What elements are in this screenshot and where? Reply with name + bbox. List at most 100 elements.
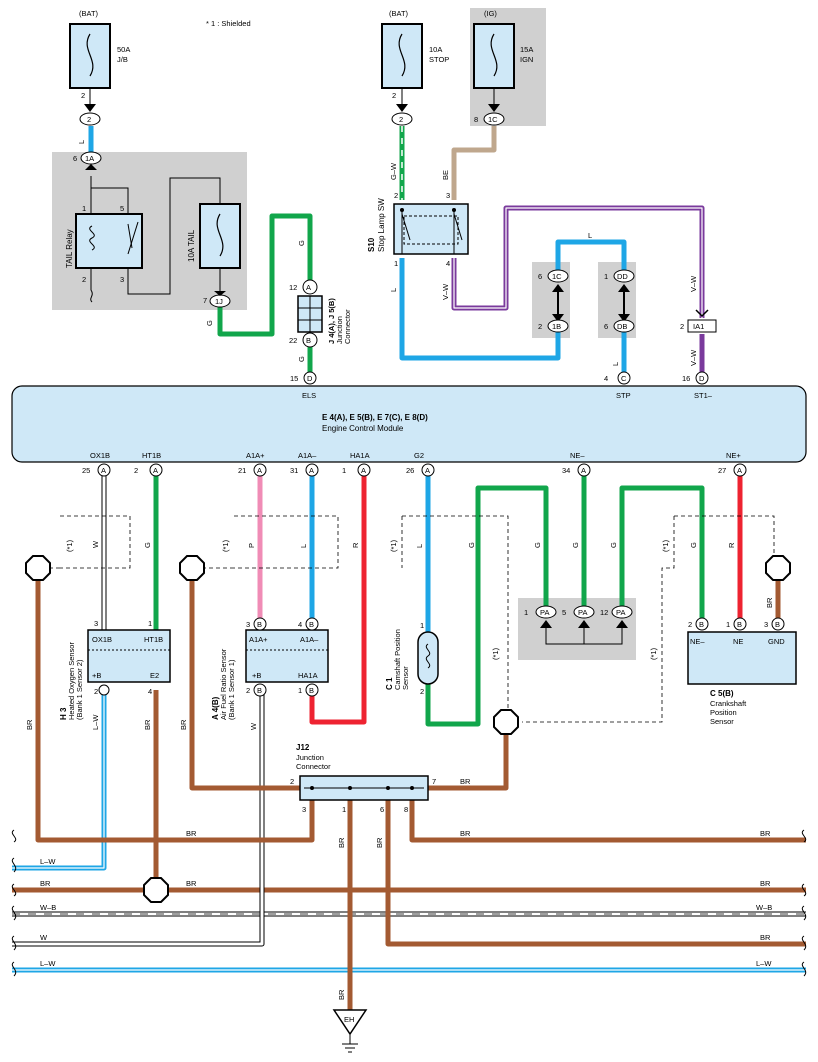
svg-text:DB: DB [617,322,627,331]
conn-ia1-pin: 2 [680,322,684,331]
fuse-50a [69,23,111,104]
c5-sensor [687,631,797,685]
pa-pin-num-0: 1 [524,608,528,617]
wire-label-v-4: R [351,542,360,548]
svg-text:IA1: IA1 [693,322,704,331]
c5-pin-num-2: 3 [764,620,768,629]
fuse-50a-pin: 2 [81,91,85,100]
bus-breaks [11,829,807,977]
j12-pin-2: 2 [290,777,294,786]
a4-sensor [245,629,329,683]
a4-pin-3: B [305,683,319,697]
shield-note: * 1 : Shielded [206,19,251,28]
conn-1b: 1B [547,284,569,333]
j4-pin-top: 12 [289,283,297,292]
ground-eh [332,1009,368,1053]
shield-1 [60,515,131,569]
ecm-bot-pin-label-7: NE+ [726,451,741,460]
wire-label-h-5: BR [40,879,51,888]
wire-label-h-10: W [40,933,48,942]
sw-pin-3: 3 [446,191,450,200]
wire-label-h-4: L–W [40,857,56,866]
h3-id: H 3 [59,707,68,720]
j4-name1: Junction [335,316,344,344]
shield-ground-3 [493,709,519,735]
svg-text:D: D [699,374,705,383]
fuse-ign-pin: 8 [474,115,478,124]
a4-pin-num-3: 1 [298,686,302,695]
j4-name2: Connector [343,309,352,344]
shield-ground-2 [143,877,169,903]
wire-label-v-6: G [467,542,476,548]
fuse-stop-pin: 2 [392,91,396,100]
fuse-50a-source: (BAT) [79,9,99,18]
fuse-stop-name: STOP [429,55,449,64]
wire-l-stopsw [399,258,561,361]
wire-br-shield3 [428,734,509,791]
pa-arrow-1 [578,620,590,628]
j12-name1: Junction [296,753,324,762]
svg-text:DD: DD [617,272,628,281]
shield-ground-0 [25,555,51,581]
h3-p3: 2 [94,687,98,696]
shield-3 [402,515,509,708]
wire-label-v-14: L–W [91,714,100,730]
relay-pin-5: 5 [120,204,124,213]
pa-arrow-2 [616,620,628,628]
h3-p4: 4 [148,687,152,696]
svg-text:1C: 1C [488,115,498,124]
wire-label-v-17: W [249,722,258,730]
wire-label-h-2: BR [760,829,771,838]
wire-label-v-21: (*1) [65,539,74,552]
wire-label-v-1: G [143,542,152,548]
c5-t2: NE [733,637,743,646]
c5-pin-2: B [771,617,785,631]
wire-label-v-24: (*1) [661,539,670,552]
svg-text:A: A [581,466,586,475]
ecm-title: E 4(A), E 5(B), E 7(C), E 8(D) [322,413,428,422]
ecm-top-pin-label-0: ELS [302,391,316,400]
conn-1c: 1C [547,269,569,283]
ecm-bot-pin-7: A [733,463,747,477]
shield-grounds [25,555,791,903]
sw-name: Stop Lamp SW [377,198,386,252]
svg-text:D: D [307,374,313,383]
c5-name-3: Sensor [710,717,734,726]
ecm-bot-pin-0: A [97,463,111,477]
a4-name-2: (Bank 1 Sensor 1) [227,659,236,720]
ecm-top-pin-2: D [695,371,709,385]
wire-label-h-8: W–B [40,903,56,912]
relay-pin-1: 1 [82,204,86,213]
a4-pin-num-0: 3 [246,620,250,629]
ecm-top-pin-1: C [617,371,631,385]
shield-ground-4 [765,555,791,581]
h3-t4: E2 [150,671,159,680]
pa-arrow-0 [540,620,552,628]
lbl-l-1: L [77,140,86,144]
ecm-top-pin-label-2: ST1– [694,391,713,400]
conn-ia1: IA1 [687,309,717,333]
conn-stop-2: 2 [391,104,413,126]
wire-label-h-7: BR [760,879,771,888]
svg-text:C: C [621,374,627,383]
wire-label-v-0: W [91,540,100,548]
ground-label: EH [344,1015,354,1024]
svg-text:A: A [361,466,366,475]
ecm-bot-pin-num-2: 21 [238,466,246,475]
shield-ground-1 [179,555,205,581]
wire-label-v-8: G [571,542,580,548]
wire-label-v-3: L [299,544,308,548]
pa-pin-1 [573,605,595,619]
wire-br-shield2 [189,580,300,791]
ecm-bot-pin-label-5: G2 [414,451,424,460]
wire-g-pa12 [619,485,705,620]
ecm-top-pin-num-0: 15 [290,374,298,383]
stop-lamp-switch [393,203,469,255]
wire-vw-stripe [453,207,703,318]
fuse-15a-ign [473,23,515,104]
